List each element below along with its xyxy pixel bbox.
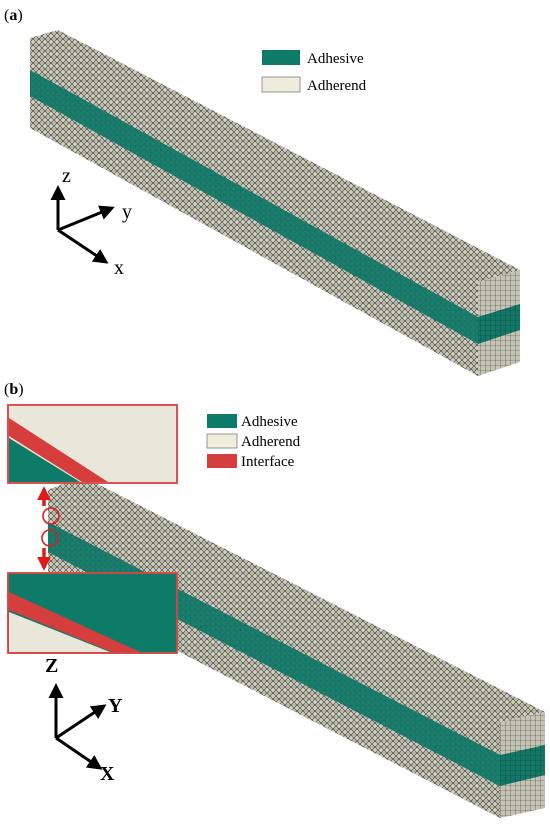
callout-circle-top <box>42 507 60 525</box>
axis-a-y-label: y <box>122 201 132 223</box>
legend-b-interface-label: Interface <box>241 454 295 470</box>
axis-a-x <box>57 228 109 264</box>
legend-a-adherend-swatch <box>261 76 301 93</box>
axis-a-z-label: z <box>62 165 71 187</box>
inset-bottom-interface <box>9 592 140 652</box>
axis-b-x <box>55 736 103 770</box>
axis-b-y-label: Y <box>108 695 123 717</box>
legend-b-adherend-label: Adherend <box>241 434 301 450</box>
inset-top-interface <box>9 418 108 482</box>
legend-a-adhesive-swatch <box>262 50 300 65</box>
axis-b-x-label: X <box>100 763 115 785</box>
legend-b-adherend-swatch <box>206 433 238 449</box>
axes-a: z y x <box>50 165 132 279</box>
panel-a-label: (a) <box>4 7 23 24</box>
beam-b-end-adhesive <box>500 745 545 786</box>
beam-a-adhesive-mesh <box>30 70 478 344</box>
inset-top-adhesive <box>9 438 80 482</box>
beam-a <box>30 30 520 376</box>
legend-a-adhesive-label: Adhesive <box>307 51 364 67</box>
inset-bottom <box>7 572 178 654</box>
legend-a-adherend-label: Adherend <box>307 78 367 94</box>
axis-a-x-label: x <box>114 257 124 279</box>
beam-b-top-face <box>48 476 545 722</box>
panel-b: (b) <box>4 381 545 818</box>
callouts <box>37 486 60 571</box>
legend-b: Adhesive Adherend Interface <box>206 414 301 470</box>
legend-b-adhesive-swatch <box>207 414 237 428</box>
beam-a-end-adhesive <box>478 304 520 344</box>
inset-bottom-adherend <box>9 612 110 652</box>
callout-circle-bottom <box>41 529 59 547</box>
axes-b: Z Y X <box>45 655 123 785</box>
legend-b-interface-swatch <box>207 454 237 468</box>
axis-b-y <box>55 704 107 740</box>
axis-a-y <box>57 205 115 232</box>
axis-b-z-label: Z <box>45 655 58 677</box>
panel-a: (a) Adhesive Adherend z y x <box>4 7 520 376</box>
beam-b-adhesive-mesh <box>48 522 500 786</box>
panel-b-label: (b) <box>4 381 24 398</box>
beam-a-top-face <box>30 30 520 282</box>
legend-a: Adhesive Adherend <box>261 50 367 94</box>
legend-b-adhesive-label: Adhesive <box>241 414 298 430</box>
inset-top <box>7 404 178 484</box>
